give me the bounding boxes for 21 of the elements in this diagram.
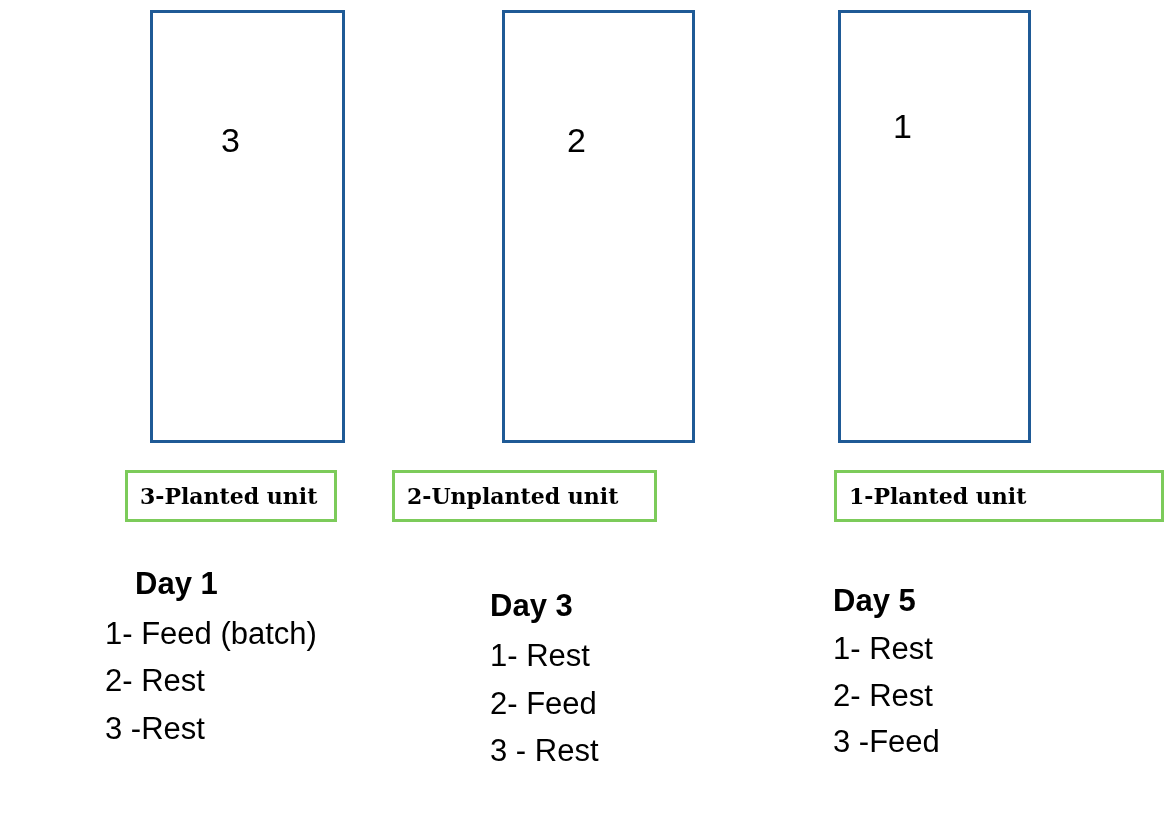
- day-heading: Day 1: [135, 568, 218, 599]
- schedule-step: 1- Rest: [833, 633, 933, 664]
- schedule-step: 2- Rest: [105, 665, 205, 696]
- schedule-step: 2- Rest: [833, 680, 933, 711]
- unit-rectangle: [502, 10, 695, 443]
- schedule-step: 2- Feed: [490, 688, 597, 719]
- day-heading: Day 5: [833, 585, 916, 616]
- schedule-step: 1- Feed (batch): [105, 618, 317, 649]
- day-heading: Day 3: [490, 590, 573, 621]
- schedule-step: 3 -Feed: [833, 726, 940, 757]
- unit-rectangle: [150, 10, 345, 443]
- unit-label: 2-Unplanted unit: [392, 470, 657, 522]
- unit-rectangle: [838, 10, 1031, 443]
- unit-number: 3: [221, 121, 240, 160]
- unit-label: 3-Planted unit: [125, 470, 337, 522]
- schedule-step: 1- Rest: [490, 640, 590, 671]
- unit-number: 2: [567, 121, 586, 160]
- unit-number: 1: [893, 107, 912, 146]
- schedule-step: 3 - Rest: [490, 735, 599, 766]
- unit-label: 1-Planted unit: [834, 470, 1164, 522]
- schedule-step: 3 -Rest: [105, 713, 205, 744]
